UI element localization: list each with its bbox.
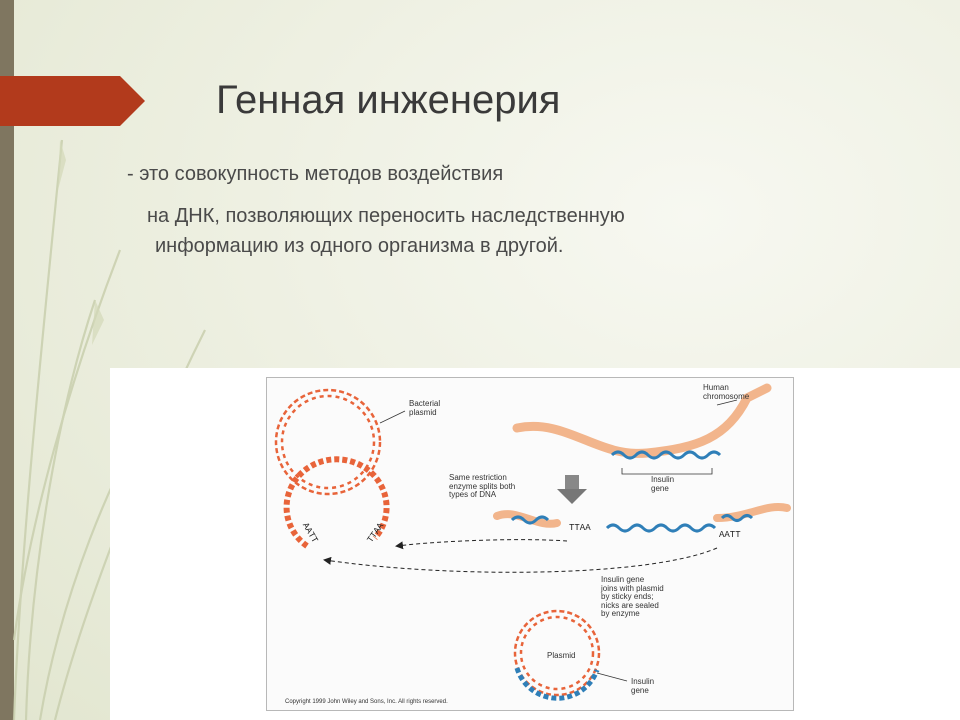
cut-plasmid-ring xyxy=(283,456,390,549)
process-down-arrow xyxy=(557,475,587,504)
title-accent-tab xyxy=(0,76,145,126)
label-insulin-gene-bottom: Insulin gene xyxy=(631,677,655,695)
definition-line-1: - это совокупность методов воздействия xyxy=(127,163,504,185)
genetic-engineering-figure: Bacterial plasmid Human chromosome Insul… xyxy=(110,368,960,720)
label-insulin-gene-top: Insulin gene xyxy=(651,475,675,493)
copyright-note: Copyright 1999 John Wiley and Sons, Inc.… xyxy=(285,699,448,705)
label-joins-plasmid: Insulin gene joins with plasmid by stick… xyxy=(601,575,664,618)
dna-diagram xyxy=(274,383,791,701)
definition-line-2b: информацию из одного организма в другой. xyxy=(155,235,564,257)
sticky-end-chromosome-right: AATT xyxy=(719,530,741,540)
slide-title: Генная инженерия xyxy=(216,78,561,122)
left-accent-bar xyxy=(0,0,14,720)
insulin-gene-dna xyxy=(610,450,722,460)
sticky-end-chromosome-left: TTAA xyxy=(569,523,591,533)
label-human-chromosome: Human chromosome xyxy=(703,383,750,401)
figure-frame: Bacterial plasmid Human chromosome Insul… xyxy=(266,377,794,711)
label-restriction-enzyme: Same restriction enzyme splits both type… xyxy=(449,473,516,499)
bacterial-plasmid-ring xyxy=(274,388,382,496)
definition-line-2: на ДНК, позволяющих переносить наследств… xyxy=(147,201,787,261)
recombinant-plasmid-ring xyxy=(513,609,601,701)
label-plasmid: Plasmid xyxy=(547,651,576,660)
definition-line-2a: на ДНК, позволяющих переносить наследств… xyxy=(147,205,625,227)
label-bacterial-plasmid: Bacterial plasmid xyxy=(409,399,441,417)
